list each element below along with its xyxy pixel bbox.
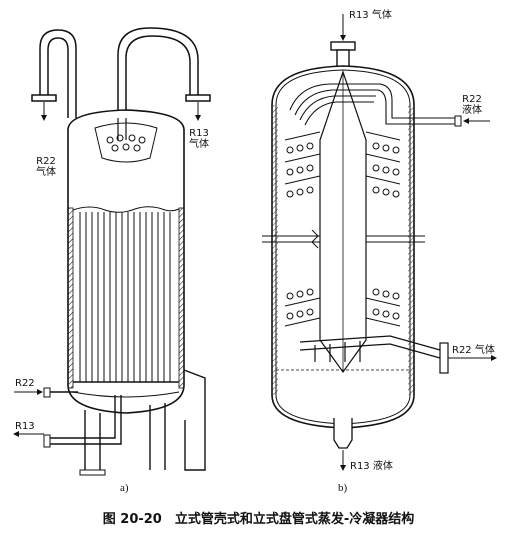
label-r13-outlet-a: R13 (15, 421, 35, 432)
label-r13-gas-b: R13 气体 (349, 10, 392, 21)
panel-b-coil-type (262, 14, 497, 471)
bottom-manifold (299, 335, 441, 362)
label-r13-gas-a: R13 气体 (189, 128, 209, 150)
label-r22-gas-a: R22 气体 (36, 156, 56, 178)
label-r22-gas-b: R22 气体 (452, 345, 495, 356)
sublabel-a: a) (120, 482, 129, 494)
figure-caption: 图 20-20 立式管壳式和立式盘管式蒸发-冷凝器结构 (102, 512, 415, 527)
label-r22-inlet-a: R22 (15, 378, 35, 389)
lower-coil-rows (284, 288, 401, 327)
sublabel-b: b) (338, 482, 348, 494)
upper-coil-rows (284, 131, 401, 198)
tube-bundle (79, 212, 171, 382)
u-tube-left (31, 29, 77, 118)
u-tube-right (117, 27, 211, 118)
top-coils (289, 83, 455, 126)
panel-a-shell-and-tube (13, 27, 211, 476)
label-r22-liquid-b: R22 液体 (462, 94, 482, 116)
label-r13-liquid-b: R13 液体 (350, 461, 393, 472)
